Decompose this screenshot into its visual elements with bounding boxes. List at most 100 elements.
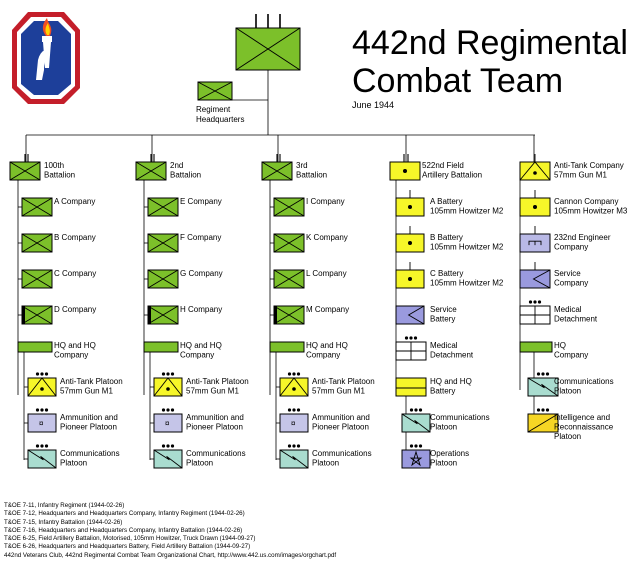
- regiment-hq-symbol: [197, 81, 233, 101]
- hq-company-symbol: [269, 341, 305, 353]
- reference-line: T&OE 7-12, Headquarters and Headquarters…: [4, 510, 245, 518]
- battalion-symbol: [135, 161, 167, 181]
- platoon-symbol: [27, 444, 57, 469]
- company-name: I Company: [306, 197, 345, 206]
- unit-label: Cannon Company: [554, 197, 618, 206]
- date-label: June 1944: [352, 100, 395, 110]
- reference-line: T&OE 6-26, Headquarters and Headquarters…: [4, 543, 251, 551]
- battery-symbol: [401, 444, 431, 469]
- battery-symbol: [401, 408, 431, 433]
- battery-symbol: [395, 305, 425, 325]
- references-list: T&OE 7-11, Infantry Regiment (1944-02-26…: [4, 502, 336, 560]
- company-name: E Company: [180, 197, 222, 206]
- unit-label: Platoon: [312, 459, 339, 468]
- platoon-symbol: [153, 444, 183, 469]
- unit-label: Company: [554, 279, 588, 288]
- company-symbol: [147, 269, 179, 289]
- regiment-hq-label-2: Headquarters: [196, 115, 244, 124]
- company-name: F Company: [180, 233, 221, 242]
- unit-label: Medical: [554, 305, 582, 314]
- unit-label: Ammunition and: [186, 413, 244, 422]
- company-label: H Company: [180, 305, 222, 314]
- unit-label: Detachment: [430, 351, 474, 360]
- title-line-2: Combat Team: [352, 62, 564, 100]
- connector-lines: [17, 70, 535, 460]
- platoon-symbol: [279, 372, 309, 397]
- reference-line: T&OE 7-16, Headquarters and Headquarters…: [4, 526, 243, 534]
- company-label: F Company: [180, 233, 221, 242]
- unit-label: 522nd Field: [422, 161, 464, 170]
- company-label: I Company: [306, 197, 345, 206]
- unit-label: Anti-Tank Platoon: [60, 377, 123, 386]
- company-name: C Company: [54, 269, 96, 278]
- unit-label: B Battery: [430, 233, 463, 242]
- unit-label: Medical: [430, 341, 458, 350]
- unit-label: 3rd: [296, 161, 308, 170]
- unit-label: Company: [554, 243, 588, 252]
- unit-label: Service: [554, 269, 581, 278]
- company-name: K Company: [306, 233, 348, 242]
- unit-label: HQ and HQ: [180, 341, 222, 350]
- company-symbol: [21, 197, 53, 217]
- unit-label: Platoon: [186, 459, 213, 468]
- platoon-symbol: ¤: [27, 408, 57, 433]
- unit-label: HQ and HQ: [306, 341, 348, 350]
- unit-label: Ammunition and: [312, 413, 370, 422]
- unit-label: Platoon: [60, 459, 87, 468]
- unit-label: 57mm Gun M1: [312, 387, 365, 396]
- medical-detachment-symbol: [395, 336, 427, 361]
- unit-label: 57mm Gun M1: [554, 171, 607, 180]
- regimental-unit-symbol: [519, 262, 551, 289]
- unit-label: Battalion: [170, 171, 201, 180]
- company-symbol: [21, 269, 53, 289]
- unit-label: Platoon: [430, 459, 457, 468]
- company-label: D Company: [54, 305, 96, 314]
- unit-label: Battalion: [296, 171, 327, 180]
- unit-label: C Battery: [430, 269, 463, 278]
- svg-text:¤: ¤: [39, 419, 44, 428]
- company-label: M Company: [306, 305, 349, 314]
- unit-label: Pioneer Platoon: [312, 423, 369, 432]
- battery-symbol: [395, 190, 425, 217]
- unit-label: Battery: [430, 387, 455, 396]
- regimental-unit-symbol: [527, 372, 559, 397]
- unit-label: 105mm Howitzer M3: [554, 207, 628, 216]
- unit-label: Communications: [430, 413, 490, 422]
- company-symbol: [147, 233, 179, 253]
- regiment-hq-label-1: Regiment: [196, 105, 231, 114]
- company-symbol: [273, 269, 305, 289]
- unit-label: Anti-Tank Company: [554, 161, 624, 170]
- unit-label: 105mm Howitzer M2: [430, 207, 504, 216]
- unit-label: Battalion: [44, 171, 75, 180]
- unit-label: Communications: [60, 449, 120, 458]
- unit-label: Pioneer Platoon: [60, 423, 117, 432]
- company-symbol: [273, 305, 305, 325]
- unit-label: Intelligence and: [554, 413, 610, 422]
- unit-label: Detachment: [554, 315, 598, 324]
- company-name: B Company: [54, 233, 96, 242]
- company-symbol: [273, 197, 305, 217]
- regimental-unit-symbol: [519, 226, 551, 253]
- battalion-symbol: [9, 161, 41, 181]
- company-symbol: [21, 305, 53, 325]
- unit-label: 105mm Howitzer M2: [430, 279, 504, 288]
- unit-label: Battery: [430, 315, 455, 324]
- platoon-symbol: [27, 372, 57, 397]
- unit-label: 100th: [44, 161, 64, 170]
